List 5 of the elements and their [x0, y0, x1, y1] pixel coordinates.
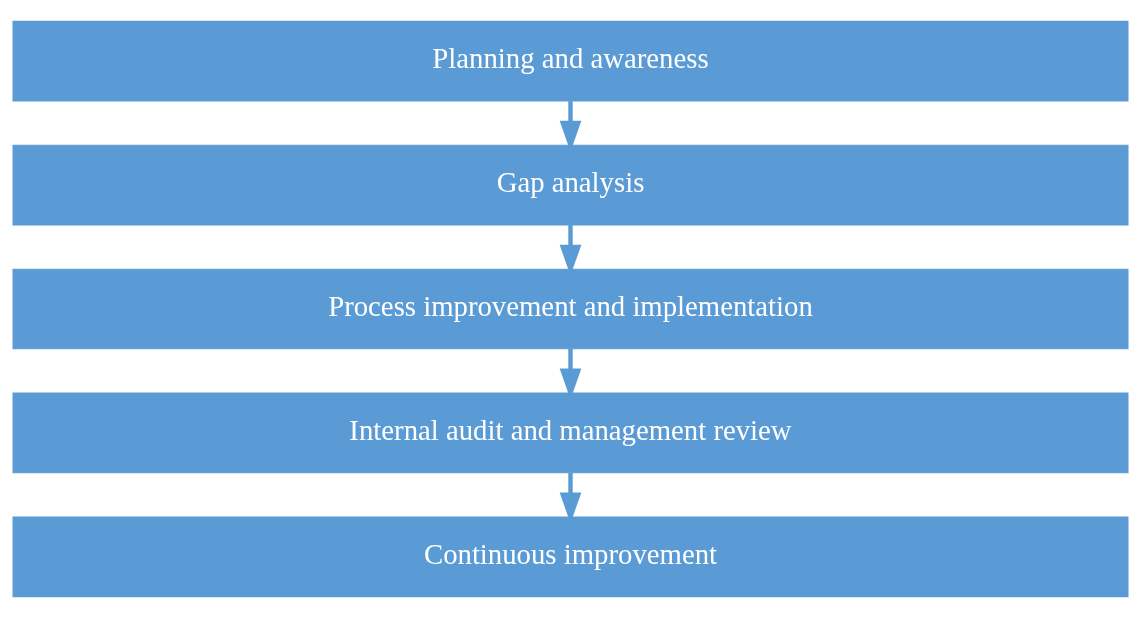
node-box: Process improvement and implementation	[12, 268, 1129, 349]
node-box: Continuous improvement	[12, 515, 1129, 597]
node-box: Internal audit and management review	[12, 392, 1129, 473]
node-box: Gap analysis	[12, 144, 1129, 225]
node-box: Planning and awareness	[12, 20, 1129, 102]
